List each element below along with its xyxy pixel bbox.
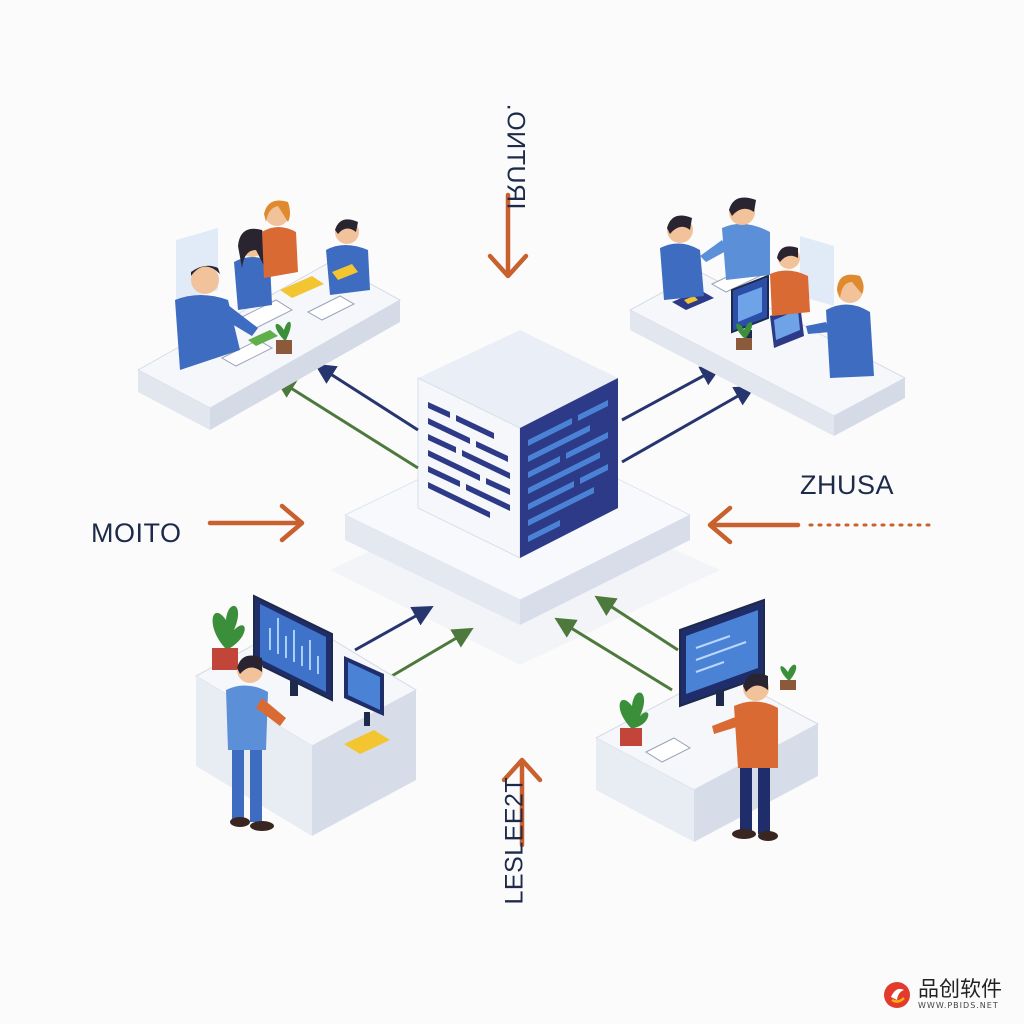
arrow-bottom-left-to-server-green bbox=[384, 627, 474, 682]
watermark: 品创软件 WWW.PBIDS.NET bbox=[882, 979, 1002, 1010]
monitor-code-icon bbox=[679, 598, 765, 708]
arrow-down-top bbox=[487, 192, 529, 279]
flow-arrows bbox=[207, 192, 801, 848]
plant-icon-small bbox=[780, 664, 797, 690]
person-standing-right bbox=[712, 673, 778, 841]
monitor-icon bbox=[731, 274, 769, 340]
person-standing-left bbox=[226, 655, 286, 831]
desk-bottom-left bbox=[194, 594, 418, 836]
person-man-blue-shirt bbox=[700, 197, 770, 280]
arrow-bottom-left-to-server-navy bbox=[354, 605, 434, 652]
plant-icon-bottom-left bbox=[212, 605, 245, 670]
arrow-server-to-top-right-navy bbox=[621, 365, 722, 422]
arrow-server-to-top-left-green bbox=[274, 377, 419, 470]
desk-top-left bbox=[136, 200, 402, 430]
arrow-bottom-right-to-server-green-2 bbox=[594, 595, 679, 652]
watermark-name: 品创软件 bbox=[918, 977, 1002, 1001]
desk-top-right bbox=[628, 197, 907, 436]
desk-bottom-right bbox=[594, 598, 820, 842]
label-left: MOITO bbox=[91, 518, 182, 548]
person-woman-dark-hair bbox=[234, 228, 272, 310]
arrow-server-to-top-left-navy bbox=[314, 363, 419, 432]
server-cube bbox=[417, 330, 618, 559]
person-suit-man bbox=[175, 265, 258, 370]
connector-arrows bbox=[274, 363, 756, 692]
person-boy-blue bbox=[326, 219, 370, 295]
arrow-up-bottom bbox=[501, 757, 543, 848]
arrow-bottom-right-to-server-green bbox=[554, 617, 673, 692]
person-man-suit-right bbox=[660, 215, 704, 300]
person-woman-orange-hair bbox=[262, 200, 298, 278]
arrow-left-right bbox=[707, 505, 801, 545]
plant-icon bbox=[275, 321, 292, 354]
arrow-right-left bbox=[207, 503, 305, 543]
plant-icon-right bbox=[736, 322, 753, 350]
watermark-url: WWW.PBIDS.NET bbox=[918, 1001, 999, 1010]
server-right-stripes bbox=[528, 400, 608, 542]
watermark-logo-icon bbox=[884, 981, 910, 1008]
label-bottom: LESLEE2T bbox=[500, 776, 529, 905]
monitor-small-icon bbox=[344, 656, 384, 726]
server-left-stripes bbox=[428, 402, 510, 518]
plant-icon-bottom-right bbox=[619, 692, 649, 746]
arrow-server-to-top-right-navy-2 bbox=[621, 385, 756, 464]
person-man-orange-hair bbox=[806, 274, 874, 378]
label-right: ZHUSA bbox=[800, 470, 895, 500]
monitor-chart-icon bbox=[253, 594, 333, 702]
person-woman-orange-top bbox=[770, 246, 810, 316]
label-top: IRUTNO. bbox=[501, 103, 530, 210]
